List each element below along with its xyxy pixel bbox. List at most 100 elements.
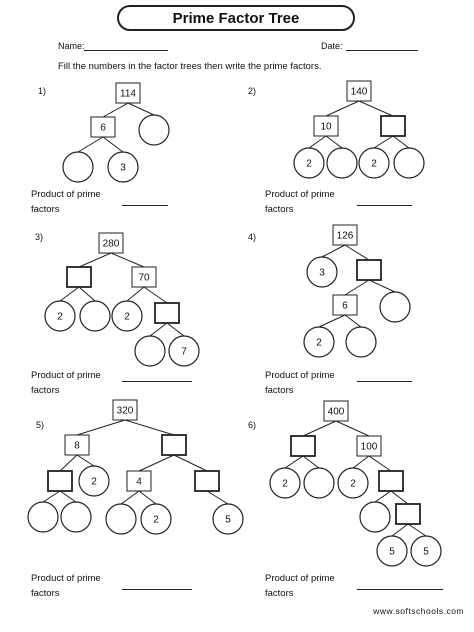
tree-branch xyxy=(78,286,96,302)
tree-branch xyxy=(302,420,337,437)
prime-circle[interactable] xyxy=(345,326,377,358)
node-value: 140 xyxy=(351,87,368,98)
factor-box[interactable] xyxy=(126,470,152,492)
factor-box[interactable] xyxy=(112,399,138,421)
factor-box[interactable] xyxy=(131,266,157,288)
node-value: 2 xyxy=(57,312,63,323)
problem-3-product-label: Product of prime factors xyxy=(31,370,101,396)
prime-circle[interactable] xyxy=(303,467,335,499)
tree-branch xyxy=(368,455,392,472)
factor-box[interactable] xyxy=(66,266,92,288)
factor-box[interactable] xyxy=(356,435,382,457)
prime-circle[interactable] xyxy=(303,326,335,358)
tree-branch xyxy=(374,490,392,503)
prime-circle[interactable] xyxy=(44,300,76,332)
tree-branch xyxy=(173,454,208,472)
factor-box[interactable] xyxy=(290,435,316,457)
prime-circle[interactable] xyxy=(27,501,59,533)
problem-4-answer-line[interactable] xyxy=(357,381,412,382)
prime-circle[interactable] xyxy=(393,147,425,179)
problem-2-number: 2) xyxy=(248,86,257,96)
tree-branch xyxy=(59,454,78,472)
prime-circle[interactable] xyxy=(111,300,143,332)
footer-url: www.softschools.com xyxy=(373,606,464,616)
instructions: Fill the numbers in the factor trees the… xyxy=(58,61,322,72)
tree-branch xyxy=(166,322,185,337)
factor-box[interactable] xyxy=(98,232,124,254)
prime-circle[interactable] xyxy=(134,335,166,367)
prime-circle[interactable] xyxy=(337,467,369,499)
prime-circle[interactable] xyxy=(358,147,390,179)
tree-branch xyxy=(127,102,155,116)
prime-circle[interactable] xyxy=(140,503,172,535)
tree-branch xyxy=(110,252,145,268)
problem-1-answer-line[interactable] xyxy=(122,205,168,206)
factor-box[interactable] xyxy=(161,434,187,456)
factor-box[interactable] xyxy=(64,434,90,456)
prime-circle[interactable] xyxy=(359,501,391,533)
prime-circle[interactable] xyxy=(326,147,358,179)
prime-circle[interactable] xyxy=(79,300,111,332)
node-value: 6 xyxy=(342,301,348,312)
prime-circle[interactable] xyxy=(107,151,139,183)
factor-box[interactable] xyxy=(323,400,349,422)
factor-box[interactable] xyxy=(154,302,180,324)
tree-branch xyxy=(344,314,362,328)
prime-circle[interactable] xyxy=(293,147,325,179)
prime-circle[interactable] xyxy=(138,114,170,146)
problem-5-answer-line[interactable] xyxy=(122,589,192,590)
tree-branch xyxy=(344,244,370,261)
tree-branch xyxy=(124,419,175,436)
tree-branch xyxy=(302,455,320,469)
tree-branch xyxy=(321,244,346,258)
prime-circle[interactable] xyxy=(212,503,244,535)
date-field[interactable] xyxy=(346,50,418,51)
name-label: Name: xyxy=(58,41,85,51)
factor-box[interactable] xyxy=(115,82,141,104)
factor-box[interactable] xyxy=(90,116,116,138)
factor-box[interactable] xyxy=(356,259,382,281)
factor-box[interactable] xyxy=(395,503,421,525)
prime-circle[interactable] xyxy=(410,535,442,567)
factor-box[interactable] xyxy=(313,115,339,137)
prime-circle[interactable] xyxy=(376,535,408,567)
problem-3-number: 3) xyxy=(35,232,44,242)
problem-6-answer-line[interactable] xyxy=(357,589,443,590)
factor-box[interactable] xyxy=(346,80,372,102)
prime-circle[interactable] xyxy=(306,256,338,288)
date-label: Date: xyxy=(321,41,343,51)
tree-branch xyxy=(335,420,370,437)
factor-box[interactable] xyxy=(332,294,358,316)
node-value: 2 xyxy=(124,312,130,323)
prime-circle[interactable] xyxy=(62,151,94,183)
node-value: 114 xyxy=(120,89,136,100)
tree-branch xyxy=(373,135,394,149)
prime-circle[interactable] xyxy=(269,467,301,499)
problem-1-product-label: Product of prime factors xyxy=(31,189,101,215)
node-value: 400 xyxy=(328,407,345,418)
prime-circle[interactable] xyxy=(60,501,92,533)
tree-branch xyxy=(325,135,343,149)
factor-box[interactable] xyxy=(332,224,358,246)
problem-2-answer-line[interactable] xyxy=(357,205,412,206)
tree-branch xyxy=(138,490,157,505)
tree-branch xyxy=(59,286,80,302)
name-field[interactable] xyxy=(84,50,168,51)
problem-4-product-label: Product of prime factors xyxy=(265,370,335,396)
factor-box[interactable] xyxy=(378,470,404,492)
tree-branch xyxy=(390,490,409,505)
tree-branch xyxy=(76,419,126,436)
prime-circle[interactable] xyxy=(78,465,110,497)
prime-circle[interactable] xyxy=(168,335,200,367)
prime-circle[interactable] xyxy=(105,503,137,535)
prime-circle[interactable] xyxy=(379,291,411,323)
problem-3-answer-line[interactable] xyxy=(122,381,192,382)
factor-box[interactable] xyxy=(47,470,73,492)
factor-box[interactable] xyxy=(380,115,406,137)
factor-box[interactable] xyxy=(194,470,220,492)
page-title: Prime Factor Tree xyxy=(117,5,355,31)
node-value: 8 xyxy=(74,441,80,452)
